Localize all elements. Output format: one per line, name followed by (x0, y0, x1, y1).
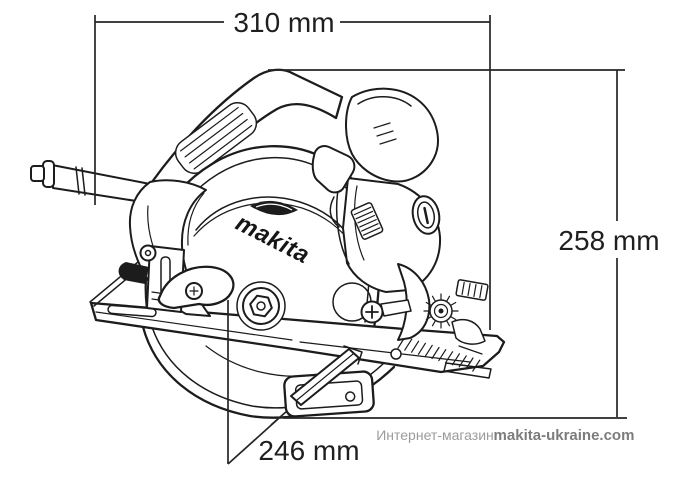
height-dimension-label: 258 mm (558, 225, 659, 256)
front-depth-bracket (89, 244, 235, 313)
arbor-bolt (236, 281, 286, 331)
base-plate (89, 301, 506, 379)
toothed-wheel (423, 293, 459, 329)
grip-ribs (174, 102, 258, 174)
handle-opening (311, 145, 356, 194)
lock-button (350, 202, 384, 240)
width-dimension-label: 310 mm (233, 7, 334, 38)
rip-fence-rod (30, 160, 151, 204)
base-serration (397, 336, 481, 372)
watermark-shop-label: Интернет-магазин (376, 427, 494, 443)
watermark-site-label: makita-ukraine.com (494, 427, 635, 444)
blade-dimension-label: 246 mm (258, 435, 359, 466)
base-slot (107, 304, 157, 318)
top-handle (150, 68, 344, 197)
guard-vent-slot (250, 200, 298, 216)
dimension-blade: 246 mm (227, 300, 627, 466)
dimension-height: 258 mm (268, 69, 660, 417)
motor-emblem (411, 195, 441, 235)
watermark: Интернет-магазин makita-ukraine.com (376, 427, 634, 444)
saw-illustration: makita (30, 68, 506, 419)
dimension-width: 310 mm (94, 7, 491, 330)
motor-housing (335, 177, 442, 293)
rear-handle (311, 87, 439, 228)
rear-bevel-assembly (360, 263, 489, 355)
lower-guard-handle (283, 345, 375, 418)
wing-nut (118, 262, 149, 284)
